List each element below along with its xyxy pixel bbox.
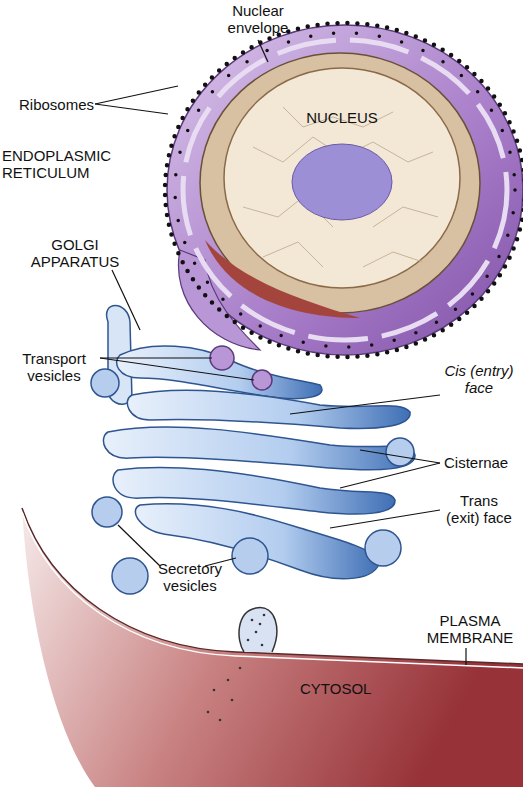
region-label: CYTOSOL (300, 680, 390, 697)
structure-label: Trans (exit) face (444, 492, 514, 526)
structure-label: Secretory vesicles (150, 560, 230, 594)
vesicles (91, 346, 414, 594)
nucleus-label: NUCLEUS (223, 109, 461, 126)
structure-label: GOLGI APPARATUS (20, 236, 130, 270)
structure-label: PLASMA MEMBRANE (420, 612, 520, 646)
exocytosis-vesicle (239, 608, 277, 652)
er-lumen (183, 40, 507, 340)
structure-label: Cisternae (444, 454, 520, 471)
nucleus-outline (223, 67, 461, 289)
structure-label: Cis (entry) face (444, 362, 514, 396)
endoplasmic-reticulum (167, 25, 523, 355)
golgi-apparatus (103, 306, 415, 579)
leader-lines (95, 40, 466, 665)
structure-label: Transport vesicles (12, 350, 96, 384)
structure-label: Nuclear envelope (218, 2, 298, 36)
nucleus-shape: NUCLEUS (223, 67, 461, 289)
structure-label: ENDOPLASMIC RETICULUM (2, 147, 122, 181)
ribosome-dots (175, 33, 515, 347)
structure-label: Ribosomes (14, 96, 94, 113)
ribosome-dots (165, 23, 523, 357)
secreted-particles (207, 614, 266, 722)
